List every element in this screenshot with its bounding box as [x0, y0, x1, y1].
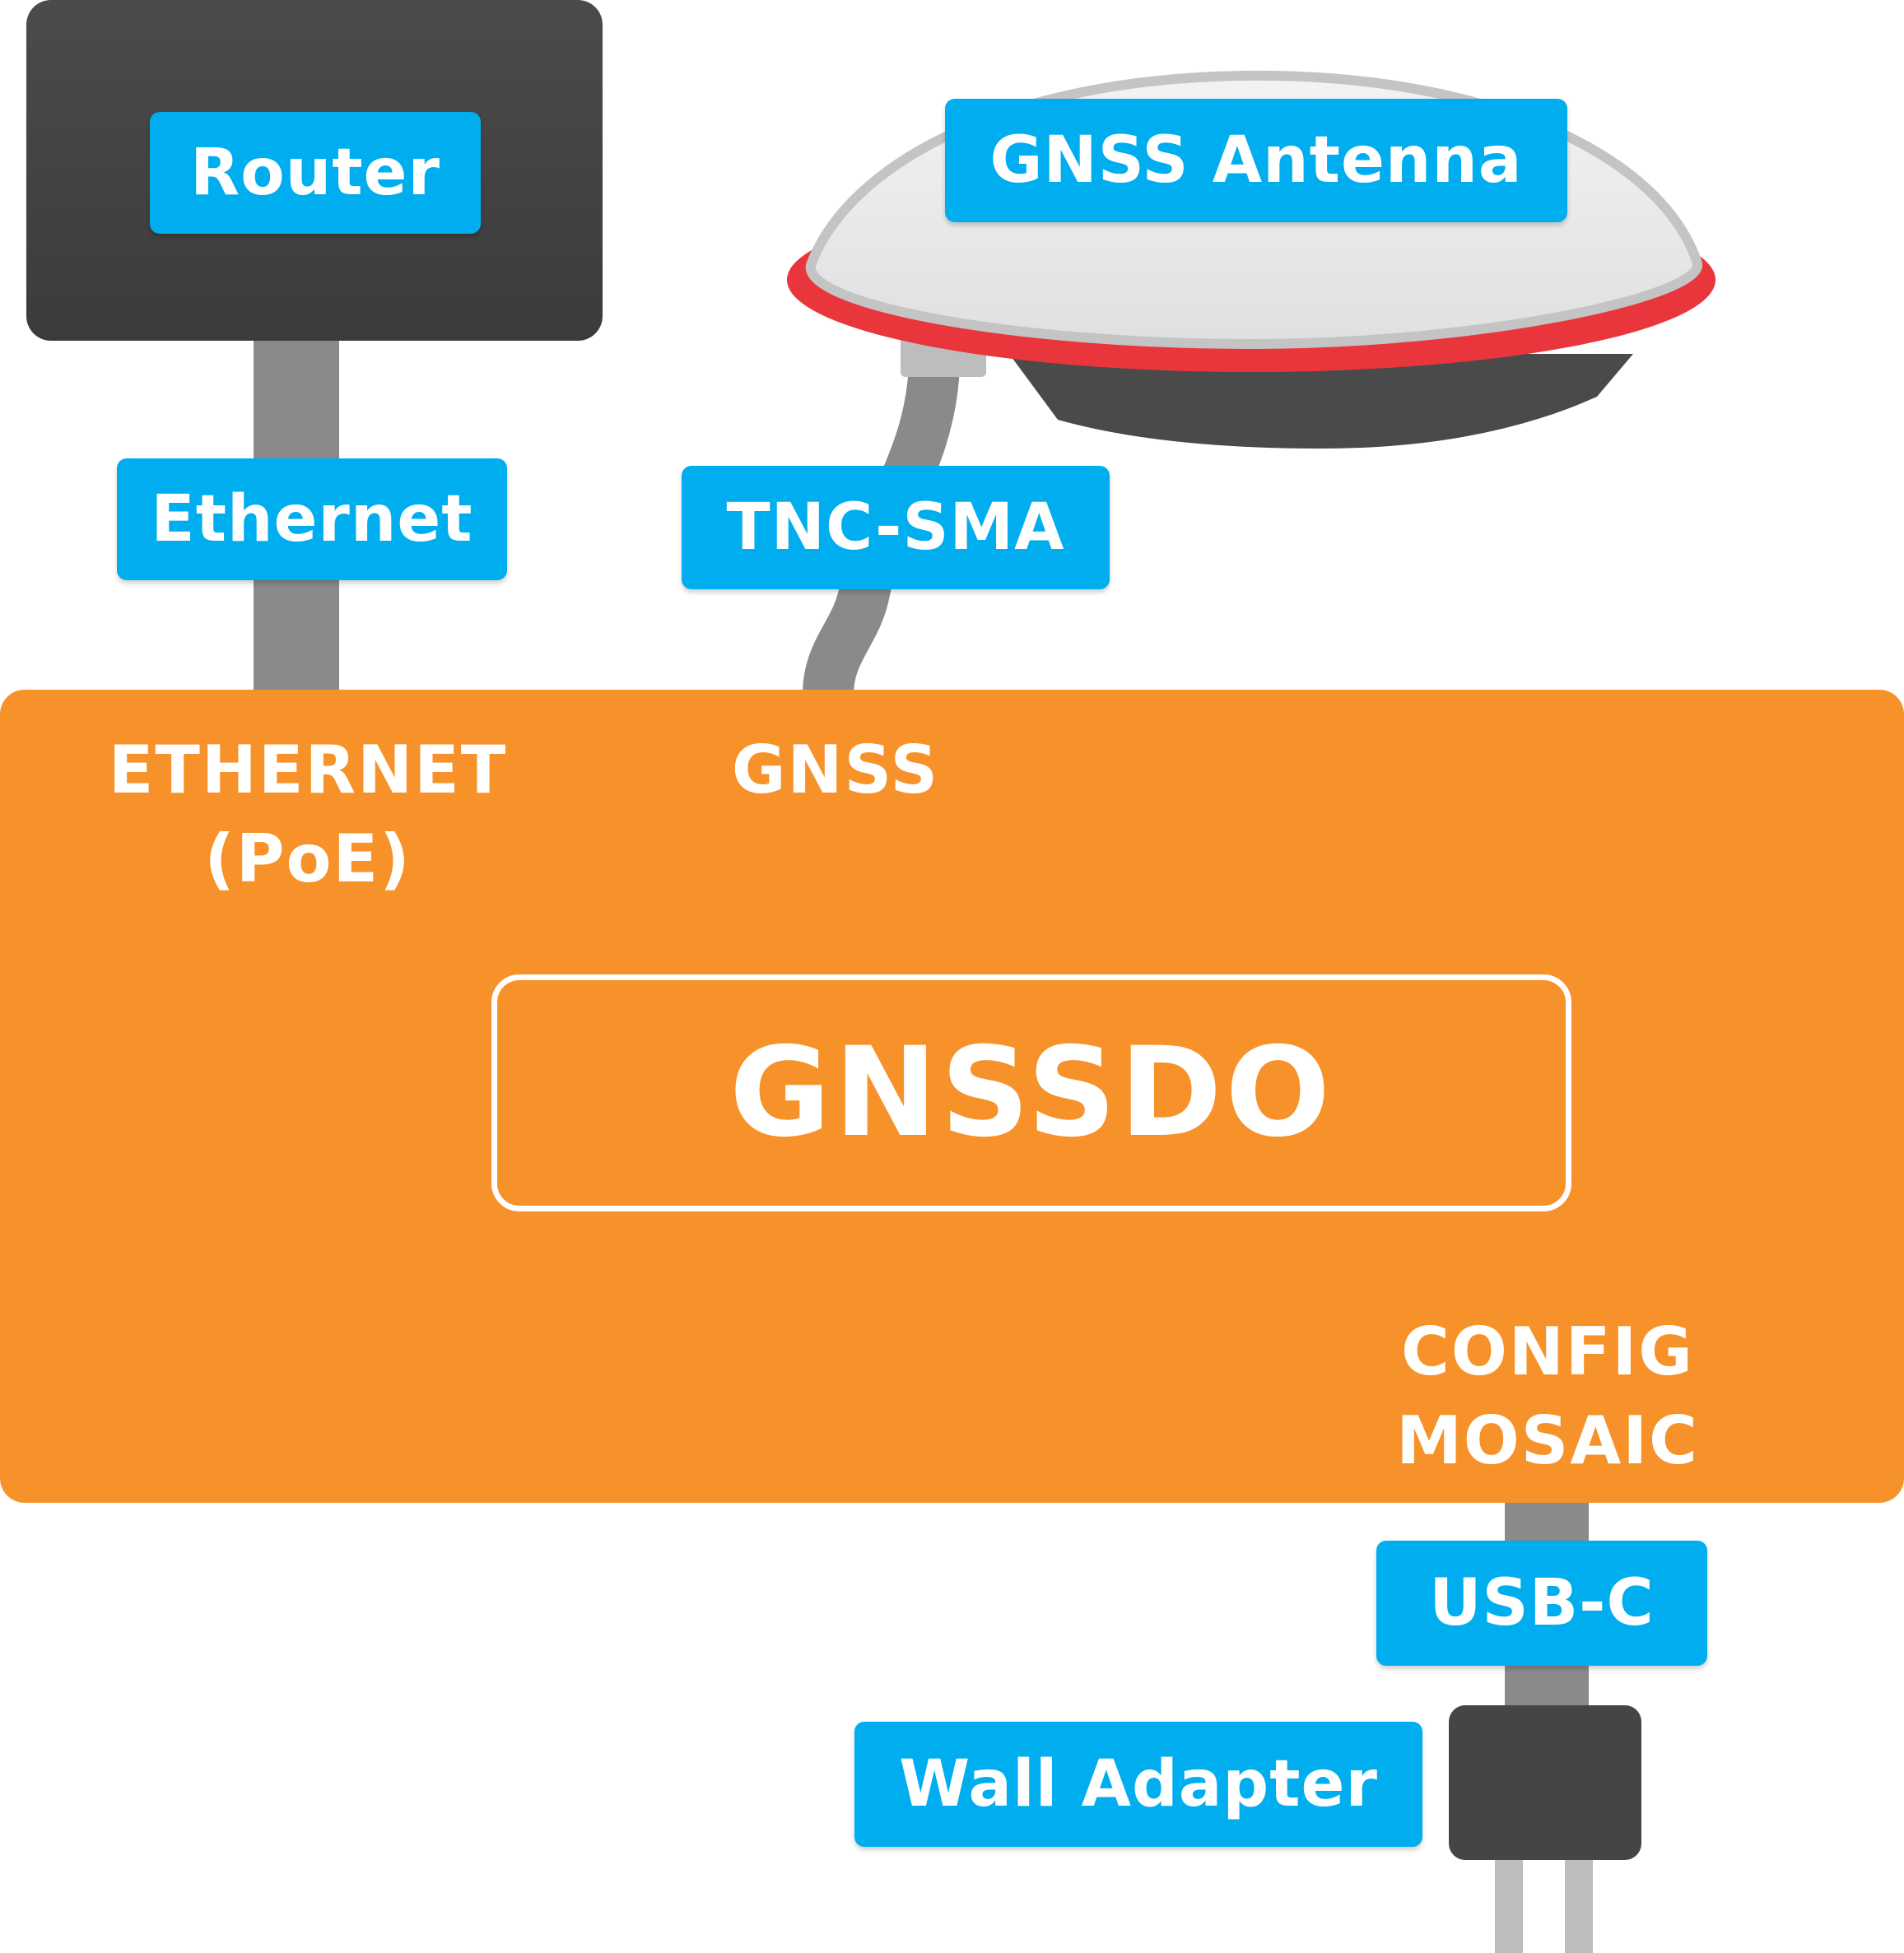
tnc-sma-cable-label: TNC-SMA [682, 466, 1110, 589]
port-ethernet-poe-label: ETHERNET (PoE) [82, 726, 533, 904]
wall-adapter-prong-right [1565, 1852, 1593, 1953]
gnssdo-title: GNSSDO [729, 1021, 1334, 1165]
gnss-antenna-label: GNSS Antenna [945, 99, 1567, 222]
wall-adapter-prong-left [1495, 1852, 1523, 1953]
usbc-cable-label: USB-C [1376, 1541, 1707, 1666]
port-ethernet-line1: ETHERNET [108, 732, 508, 808]
wall-adapter-label: Wall Adapter [854, 1722, 1422, 1847]
wall-adapter-body [1449, 1705, 1641, 1860]
port-config-line1: CONFIG [1401, 1314, 1694, 1390]
gnssdo-device [0, 690, 1904, 1503]
port-gnss-label: GNSS [708, 726, 963, 815]
ethernet-cable-label: Ethernet [117, 458, 507, 580]
router-label: Router [150, 112, 481, 234]
port-config-line2: MOSAIC [1396, 1402, 1699, 1479]
port-ethernet-line2: (PoE) [204, 821, 412, 897]
port-config-mosaic-label: CONFIG MOSAIC [1366, 1308, 1729, 1486]
gnssdo-title-box: GNSSDO [491, 974, 1571, 1211]
port-gnss-text: GNSS [731, 732, 940, 808]
